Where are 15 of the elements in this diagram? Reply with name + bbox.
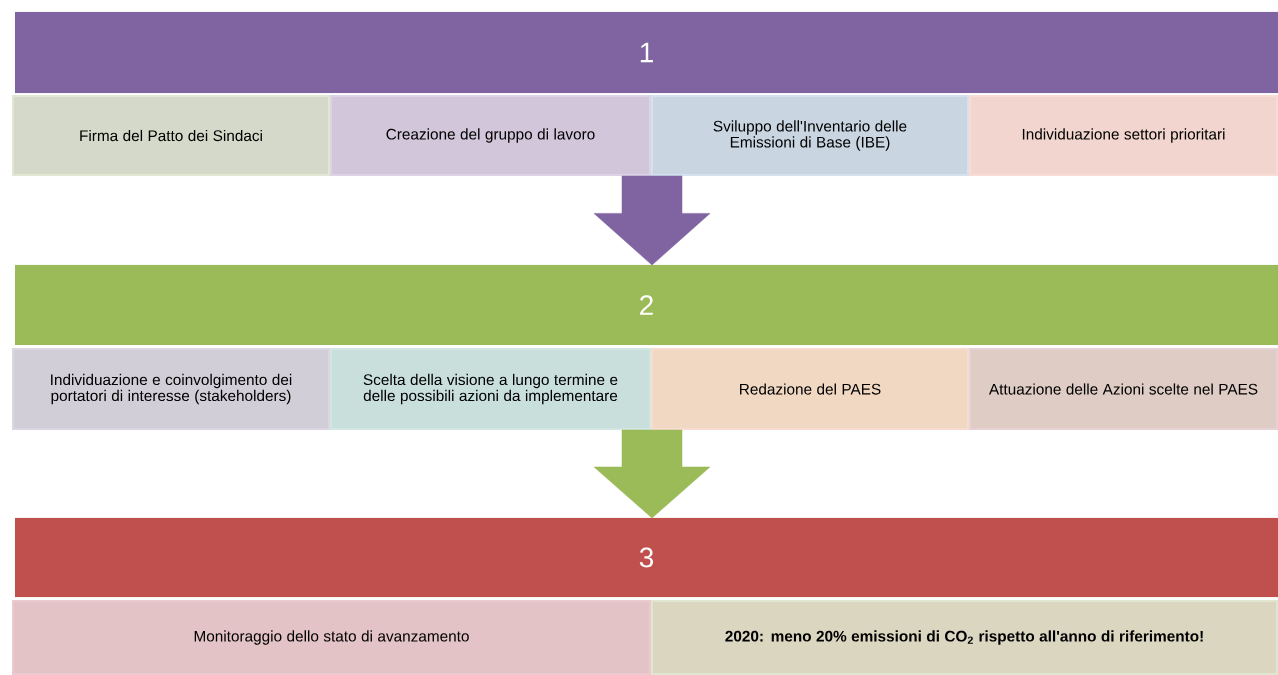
step-band: 1: [14, 11, 1278, 94]
block-arrow: [593, 175, 711, 266]
step-cell: Monitoraggio dello stato di avanzamento: [12, 600, 651, 675]
step-cell: Firma del Patto dei Sindaci: [12, 95, 330, 176]
block-arrow: [593, 429, 711, 519]
step-cell: Sviluppo dell'Inventario delle Emissioni di Base (IBE): [651, 95, 969, 176]
step-cell: Redazione del PAES: [651, 348, 969, 430]
step-cell: 2020: meno 20% emissioni di CO$_{2}$ rispetto all'anno di riferimento!: [651, 600, 1278, 675]
step-cell: Creazione del gruppo di lavoro: [330, 95, 651, 176]
step-band: 3: [14, 517, 1278, 598]
step-cell: Individuazione e coinvolgimento dei portatori di interesse (stakeholders): [12, 348, 330, 430]
step-cell: Attuazione delle Azioni scelte nel PAES: [969, 348, 1278, 430]
step-cell: Scelta della visione a lungo termine e delle possibili azioni da implementare: [330, 348, 651, 430]
step-band: 2: [14, 264, 1278, 346]
step-cell: Individuazione settori prioritari: [969, 95, 1278, 176]
